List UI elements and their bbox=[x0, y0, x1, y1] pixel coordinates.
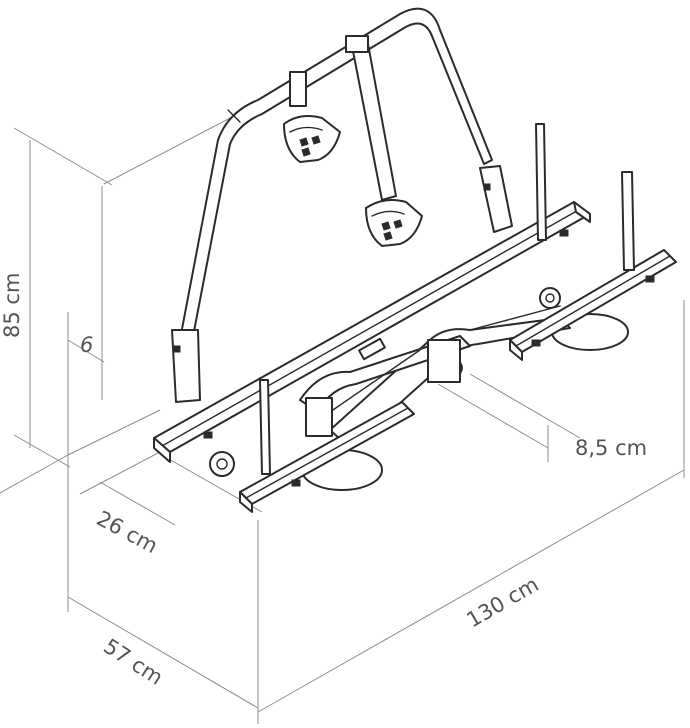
dim-clearance-label: 8,5 cm bbox=[575, 436, 647, 460]
dim-depth-label: 57 cm bbox=[99, 634, 167, 690]
center-mount-bracket bbox=[427, 339, 461, 383]
arch-frame bbox=[177, 7, 493, 353]
frame-clamp-lower bbox=[365, 199, 423, 247]
wheel-post-1 bbox=[259, 379, 271, 475]
holder-arm bbox=[351, 43, 397, 201]
wheel-post-2 bbox=[535, 123, 547, 241]
bike-carrier-illustration bbox=[153, 7, 677, 513]
frame-clamp-upper bbox=[283, 71, 341, 163]
lock-knob-front bbox=[209, 451, 235, 477]
dimension-lines bbox=[0, 104, 685, 724]
lock-knob-rear bbox=[539, 287, 561, 309]
dim-offset-label: 6 bbox=[80, 333, 93, 357]
dim-height-label: 85 cm bbox=[0, 273, 24, 338]
dim-rail-spacing-label: 26 cm bbox=[93, 506, 162, 558]
dim-width-label: 130 cm bbox=[463, 572, 543, 632]
wheel-post-3 bbox=[621, 171, 635, 271]
